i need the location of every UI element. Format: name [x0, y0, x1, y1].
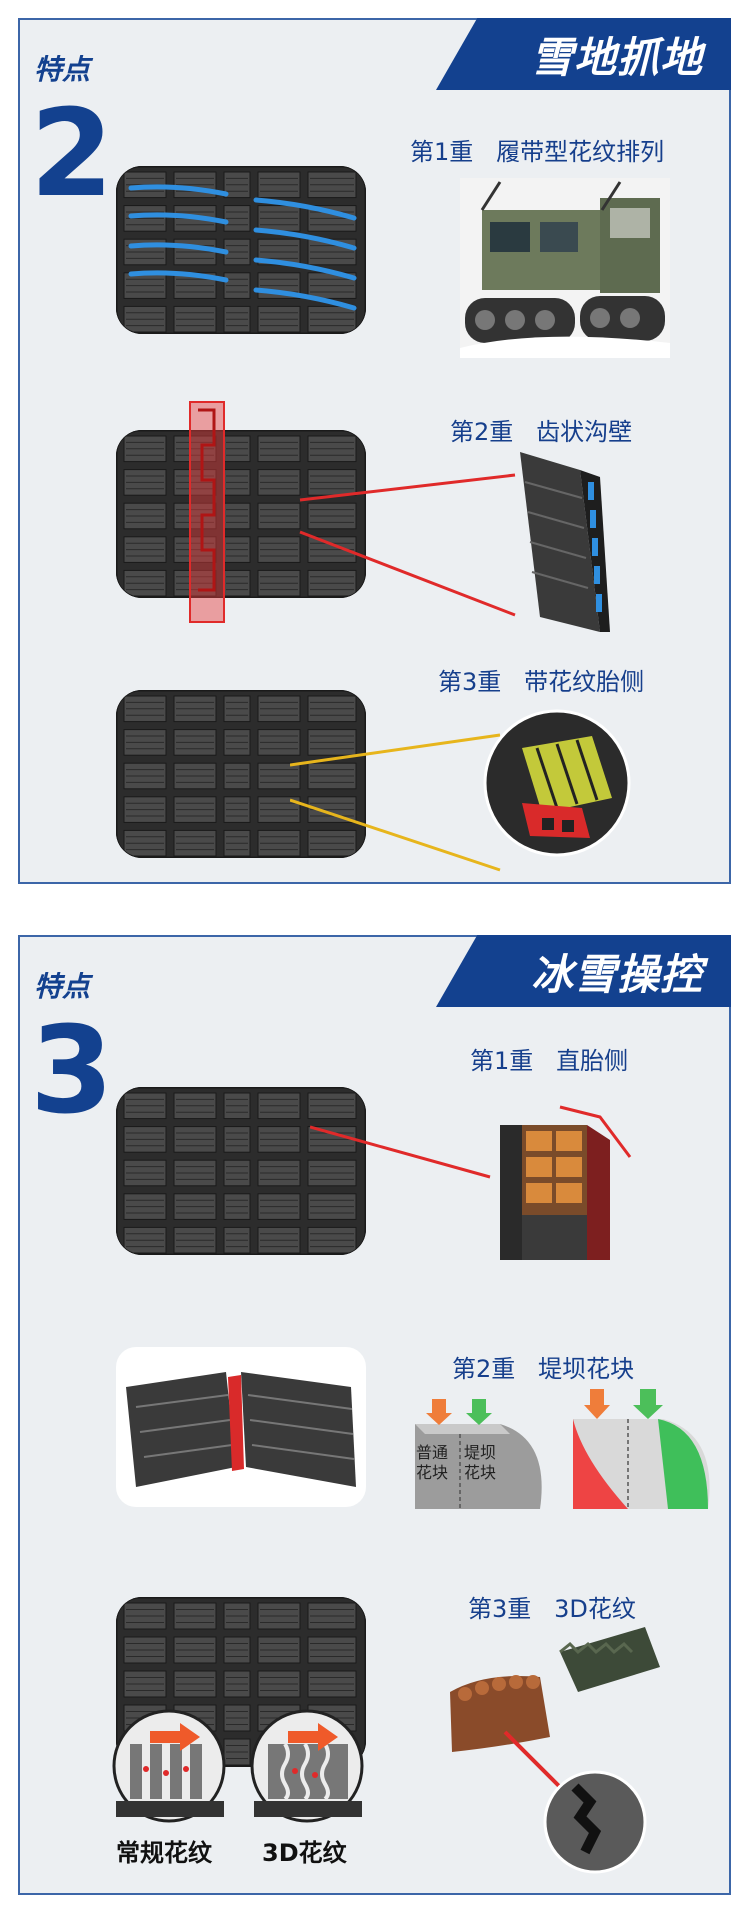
- feature-3-number: 3: [30, 1002, 114, 1141]
- dam-block-3d-image: [116, 1347, 366, 1507]
- red-callout-line: [310, 1125, 491, 1179]
- feature-2-banner: 雪地抓地: [436, 18, 731, 90]
- dam-block-pressure-diagram: [568, 1389, 718, 1509]
- feature-2-caption-2: 第2重 齿状沟壁: [450, 418, 633, 446]
- tire-tread-image: [116, 430, 366, 598]
- feature-2-label: 特点: [34, 53, 91, 86]
- normal-block-diagram: 普通 花块 堤坝 花块: [410, 1399, 550, 1509]
- normal-pattern-label: 常规花纹: [116, 1839, 212, 1867]
- normal-block-label: 普通 花块: [416, 1443, 449, 1482]
- blue-sipe-overlay: [128, 184, 357, 311]
- feature-3-caption-3: 第3重 3D花纹: [468, 1595, 636, 1623]
- groove-wall-block-image: [510, 452, 610, 632]
- 3d-sipe-block-image: [440, 1622, 670, 1877]
- feature-3-caption-2: 第2重 堤坝花块: [452, 1355, 635, 1383]
- sidewall-pattern-zoom-image: [482, 708, 632, 858]
- feature-2-panel: 雪地抓地 特点 2 第1重 履带型花纹排列: [18, 18, 731, 884]
- tracked-vehicle-image: [460, 178, 670, 358]
- feature-3-label: 特点: [34, 970, 91, 1003]
- straight-sidewall-image: [490, 1095, 655, 1260]
- feature-3-banner: 冰雪操控: [436, 935, 731, 1007]
- 3d-sipe-zoom-image: [250, 1709, 365, 1824]
- tire-tread-image: [116, 1087, 366, 1255]
- tire-tread-image: [116, 690, 366, 858]
- feature-2-number: 2: [30, 85, 114, 224]
- feature-2-caption-3: 第3重 带花纹胎侧: [438, 668, 645, 696]
- feature-2-caption-1: 第1重 履带型花纹排列: [410, 138, 665, 166]
- yellow-callout-lines: [290, 733, 501, 872]
- feature-3-caption-1: 第1重 直胎侧: [470, 1047, 629, 1075]
- feature-3-panel: 冰雪操控 特点 3 第1重 直胎侧 第2重 堤坝花块: [18, 935, 731, 1895]
- tire-tread-image: [116, 166, 366, 334]
- highlight-and-callout-lines: [189, 401, 516, 623]
- dam-block-label: 堤坝 花块: [464, 1443, 497, 1482]
- normal-sipe-zoom-image: [112, 1709, 227, 1824]
- 3d-pattern-label: 3D花纹: [262, 1839, 347, 1867]
